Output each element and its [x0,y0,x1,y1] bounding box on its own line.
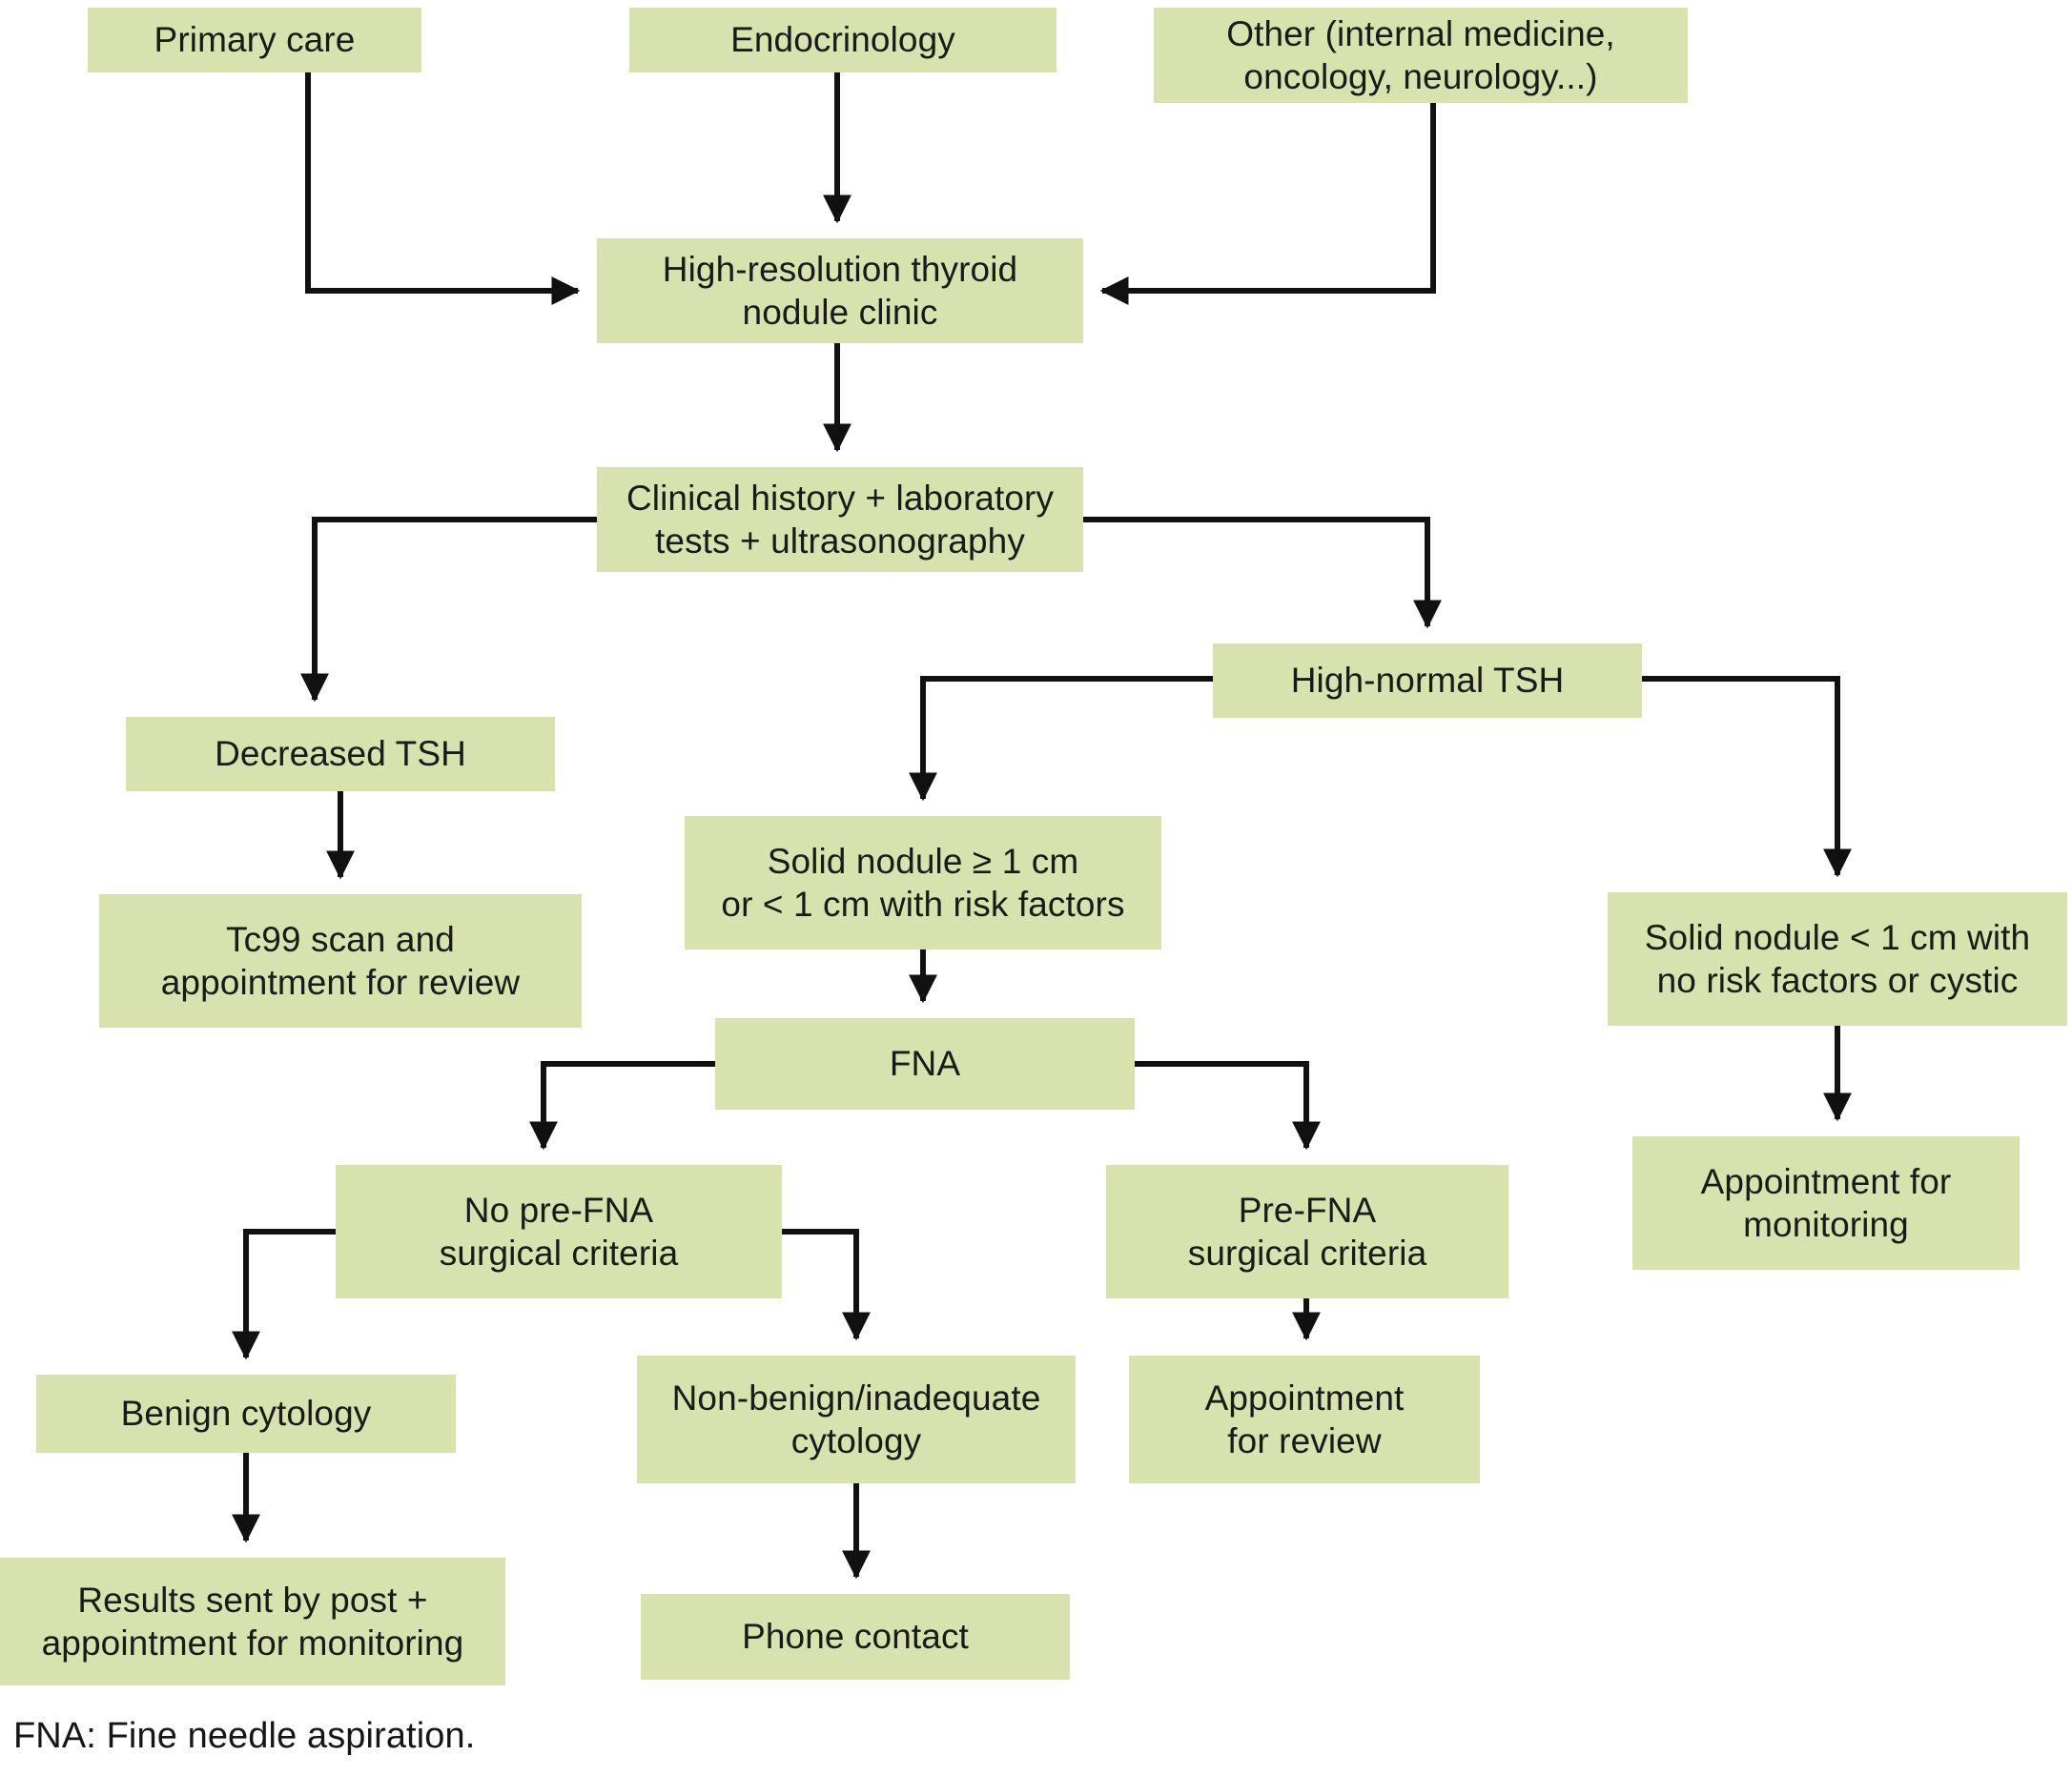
node-tc99-scan[interactable]: Tc99 scan and appointment for review [99,894,582,1028]
edge-fna-to-no-pre-fna [529,1061,715,1151]
node-solid-nodule-small[interactable]: Solid nodule < 1 cm with no risk factors… [1608,892,2067,1026]
node-appointment-review[interactable]: Appointment for review [1129,1356,1480,1483]
node-non-benign-cytology[interactable]: Non-benign/inadequate cytology [637,1356,1076,1483]
node-no-pre-fna[interactable]: No pre-FNA surgical criteria [336,1165,782,1298]
node-appointment-monitoring[interactable]: Appointment for monitoring [1632,1136,2020,1270]
edge-workup-to-high-normal-tsh [1083,517,1442,629]
node-phone-contact[interactable]: Phone contact [641,1594,1070,1680]
edge-high-normal-tsh-to-solid-small [1642,676,1852,878]
node-workup[interactable]: Clinical history + laboratory tests + ul… [597,467,1083,572]
node-fna[interactable]: FNA [715,1018,1135,1110]
edge-other-to-clinic [1099,103,1436,305]
node-pre-fna[interactable]: Pre-FNA surgical criteria [1106,1165,1508,1298]
node-nodule-clinic[interactable]: High-resolution thyroid nodule clinic [597,238,1083,343]
node-solid-nodule-large[interactable]: Solid nodule ≥ 1 cm or < 1 cm with risk … [685,816,1161,949]
node-results-sent-by-post[interactable]: Results sent by post + appointment for m… [0,1558,505,1685]
node-other-specialties[interactable]: Other (internal medicine, oncology, neur… [1154,8,1688,103]
edge-no-pre-fna-to-non-benign [782,1229,871,1341]
edge-fna-to-pre-fna [1135,1061,1321,1151]
edge-workup-to-decreased-tsh [300,517,597,703]
edge-no-pre-fna-to-benign [232,1229,336,1360]
node-benign-cytology[interactable]: Benign cytology [36,1375,456,1453]
node-primary-care[interactable]: Primary care [88,8,421,72]
node-high-normal-tsh[interactable]: High-normal TSH [1213,643,1642,718]
node-endocrinology[interactable]: Endocrinology [629,8,1057,72]
node-decreased-tsh[interactable]: Decreased TSH [126,717,555,791]
footnote-abbreviation: FNA: Fine needle aspiration. [13,1716,476,1756]
edge-high-normal-tsh-to-solid-large [909,676,1213,802]
edge-primary-care-to-clinic [305,72,581,305]
